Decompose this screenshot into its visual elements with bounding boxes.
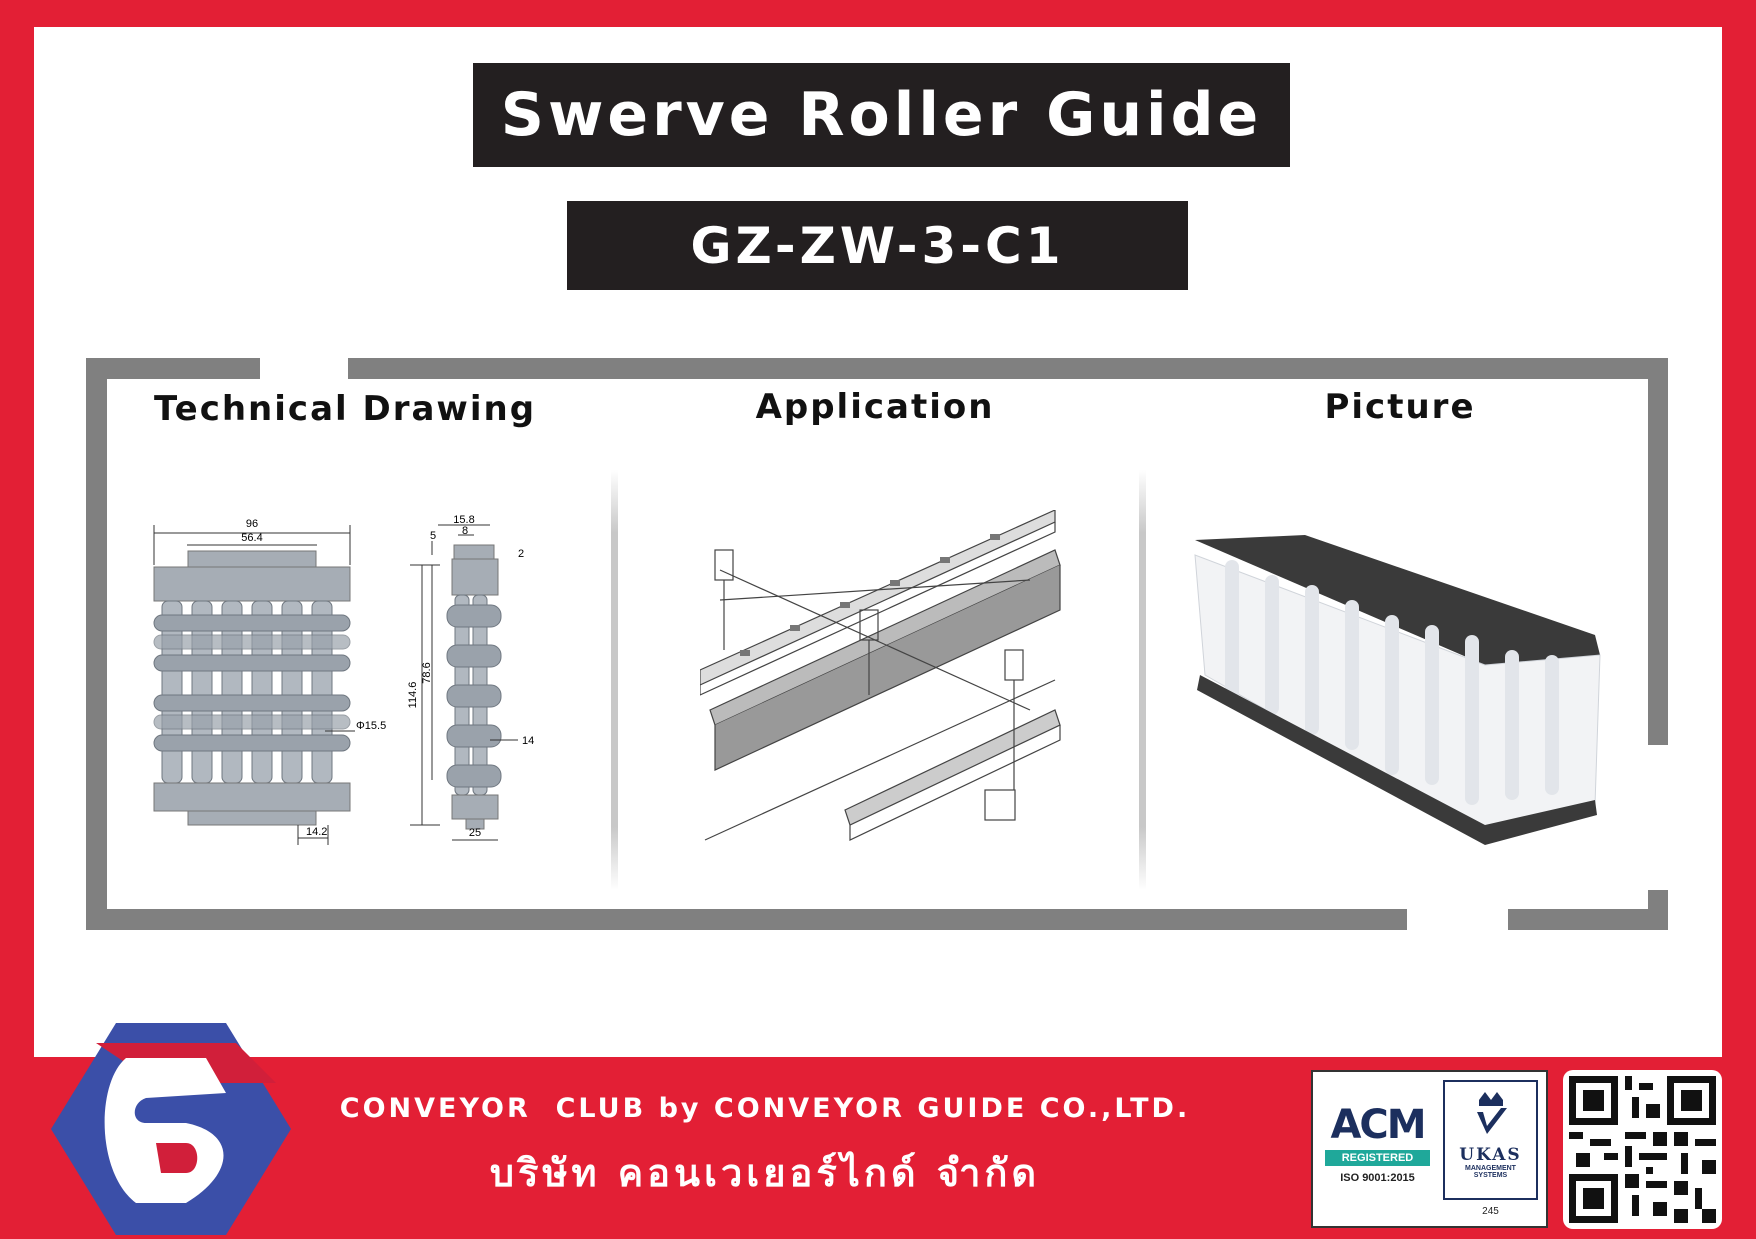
model-number: GZ-ZW-3-C1 <box>567 201 1188 290</box>
dim-pitch: 14.2 <box>306 826 327 838</box>
acm-name: ACM <box>1330 1102 1426 1148</box>
ukas-logo: UKAS MANAGEMENT SYSTEMS <box>1443 1080 1538 1200</box>
dim-base-width: 25 <box>469 827 481 839</box>
product-title: Swerve Roller Guide <box>473 63 1290 167</box>
qr-code-icon <box>1569 1076 1716 1223</box>
dim-side-inner: 8 <box>462 525 468 537</box>
acm-logo-icon: ACM REGISTERED ISO 9001:2015 <box>1325 1102 1430 1184</box>
iso-standard: ISO 9001:2015 <box>1340 1172 1415 1184</box>
dim-inner-width: 56.4 <box>241 532 262 544</box>
dim-overall-height: 114.6 <box>407 682 419 709</box>
dim-side-width: 15.8 <box>453 514 474 526</box>
ukas-number: 245 <box>1482 1206 1499 1217</box>
ukas-management: MANAGEMENT <box>1465 1165 1516 1172</box>
dim-roller-diameter: Φ15.5 <box>356 720 386 732</box>
qr-code[interactable] <box>1563 1070 1722 1229</box>
dim-roller-gap: 14 <box>522 735 534 747</box>
application-heading: Application <box>755 387 995 427</box>
product-photo <box>1194 535 1601 845</box>
white-sheet <box>34 27 1722 1057</box>
ukas-name: UKAS <box>1459 1145 1522 1165</box>
technical-drawing-heading: Technical Drawing <box>153 389 537 429</box>
product-title-text: Swerve Roller Guide <box>500 80 1263 150</box>
dim-overall-width: 96 <box>246 518 258 530</box>
certification-badge: ACM REGISTERED ISO 9001:2015 UKAS MANAGE… <box>1311 1070 1548 1228</box>
technical-drawing: 96 56.4 Φ15.5 14.2 15.8 8 5 2 114.6 78.6 <box>153 514 534 845</box>
ukas-systems: SYSTEMS <box>1473 1172 1508 1179</box>
dim-top-offset: 5 <box>430 530 436 542</box>
section-divider-2 <box>1139 470 1146 890</box>
company-name-en: CONVEYOR CLUB by CONVEYOR GUIDE CO.,LTD. <box>339 1093 1191 1124</box>
model-number-text: GZ-ZW-3-C1 <box>690 216 1065 275</box>
acm-registered: REGISTERED <box>1325 1150 1430 1166</box>
section-divider-1 <box>611 470 618 890</box>
ukas-crown-icon <box>1476 1092 1507 1134</box>
dim-right-offset: 2 <box>518 548 524 560</box>
dim-inner-height: 78.6 <box>421 662 433 683</box>
company-name-th: บริษัท คอนเวเยอร์ไกด์ จำกัด <box>489 1151 1041 1195</box>
company-logo-icon <box>51 1023 291 1235</box>
picture-heading: Picture <box>1324 387 1476 427</box>
application-drawing <box>700 510 1061 841</box>
